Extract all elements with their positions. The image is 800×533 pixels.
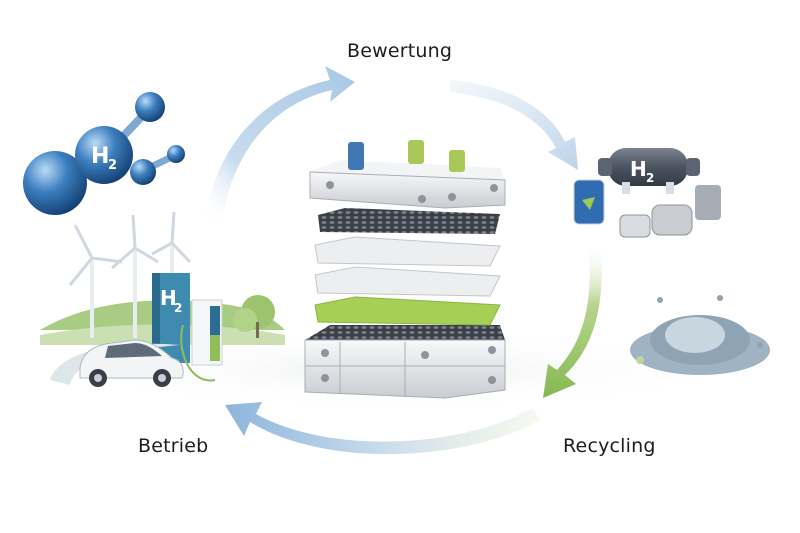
arrow-recycling-down — [543, 242, 602, 398]
diffusion-layer-1 — [314, 236, 501, 267]
molecule-subscript: 2 — [108, 158, 117, 173]
hydrogen-station-icon: H 2 — [152, 273, 223, 382]
arrow-betrieb-to-bewertung — [205, 66, 355, 222]
molecule-h-label: H — [91, 144, 109, 169]
road-icon — [50, 343, 180, 385]
electric-car-icon — [79, 339, 184, 387]
membrane-layer — [314, 296, 501, 326]
stage-label-bewertung: Bewertung — [347, 40, 453, 62]
tank-h-label: H — [630, 157, 647, 181]
arrow-bewertung-to-recycling — [450, 80, 578, 170]
green-connector-icon — [449, 150, 465, 172]
diffusion-layer-2 — [314, 266, 501, 297]
recycled-components-icon — [573, 179, 721, 238]
arrow-recycling-to-betrieb — [225, 402, 540, 455]
recycled-material-pile-icon — [630, 295, 770, 375]
fuel-cell-stack-icon — [304, 140, 506, 399]
hydrogen-molecule-icon: H 2 — [23, 92, 185, 215]
stage-label-betrieb: Betrieb — [138, 435, 209, 457]
stage-label-recycling: Recycling — [563, 435, 656, 457]
end-plate — [309, 140, 506, 209]
blue-connector-icon — [348, 142, 364, 170]
station-subscript: 2 — [174, 301, 182, 315]
stack-housing — [304, 325, 506, 399]
hydrogen-tank-icon: H 2 — [598, 148, 700, 194]
station-h-label: H — [160, 286, 177, 310]
green-connector-icon — [408, 140, 424, 164]
flow-field-layer — [318, 208, 500, 234]
tank-subscript: 2 — [646, 171, 654, 185]
